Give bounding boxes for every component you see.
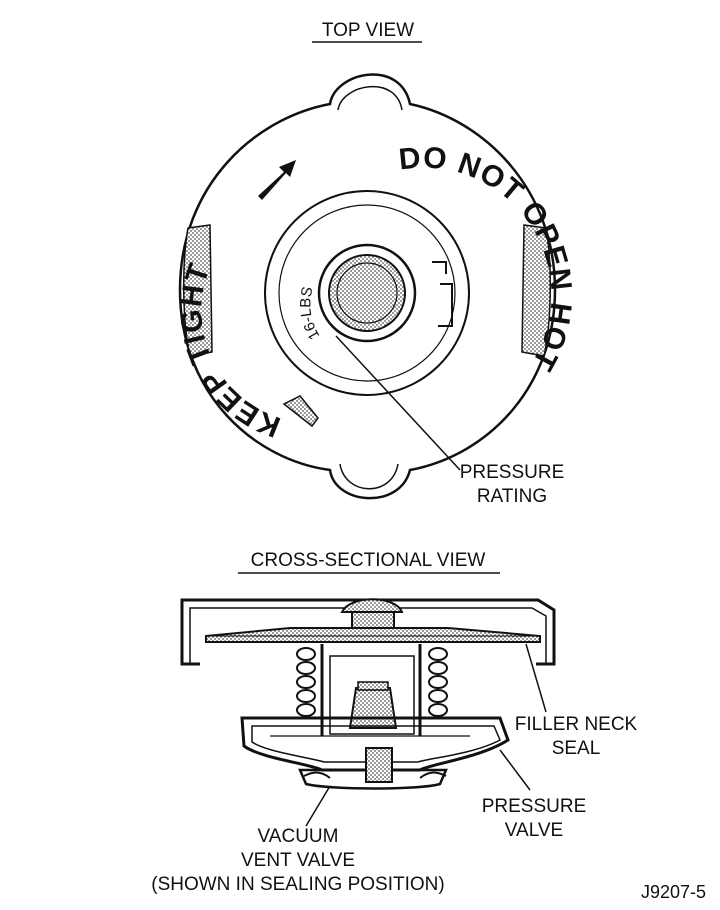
callout-pressure-rating-line1: PRESSURE [460, 462, 565, 483]
cap-shell-inner [189, 607, 547, 664]
vacuum-vent-stem [365, 747, 393, 783]
barrel-walls [320, 644, 422, 736]
cap-tab-top-inner [337, 85, 403, 111]
callout-filler-neck-seal-line1: FILLER NECK [515, 714, 638, 735]
arrow-tighten-icon [258, 160, 296, 200]
callout-vacuum-vent-valve-line2: VENT VALVE [241, 850, 355, 871]
cross-section-view: CROSS-SECTIONAL VIEW [151, 550, 637, 895]
cap-tab-bottom-inner [339, 463, 399, 490]
figure-id: J9207-5 [641, 882, 706, 902]
center-boss-outer [317, 243, 417, 343]
top-rivet-dome [340, 598, 404, 613]
callout-pressure-rating-line2: RATING [477, 486, 547, 507]
valve-plunger-cap [357, 681, 389, 691]
filler-neck-seal-leader [525, 643, 547, 713]
pressure-valve-leader [499, 749, 531, 791]
arrow-shaded-icon [282, 395, 319, 428]
top-view-title: TOP VIEW [322, 20, 414, 41]
grip-left [183, 224, 213, 357]
callout-filler-neck-seal-line2: SEAL [552, 738, 601, 759]
vacuum-vent-lip-left [303, 771, 331, 779]
spring-right [428, 647, 448, 717]
callout-pressure-valve-line1: PRESSURE [482, 796, 587, 817]
callout-vacuum-vent-valve-line3: (SHOWN IN SEALING POSITION) [151, 874, 444, 895]
center-boss [328, 254, 406, 332]
grip-right [521, 224, 551, 357]
detent-mark-lower [438, 283, 453, 327]
pressure-valve-inner [251, 725, 501, 763]
cap-shell [180, 598, 556, 666]
vacuum-vent-valve-leader [305, 785, 331, 827]
valve-plunger [348, 687, 398, 729]
detent-mark-upper [432, 261, 447, 274]
cross-section-title: CROSS-SECTIONAL VIEW [251, 550, 486, 571]
top-view: TOP VIEW KEEP TIGHT DO NOT OPEN HOT 16-L… [175, 20, 577, 507]
spring-left [296, 647, 316, 717]
upper-seal-plate [205, 627, 541, 643]
callout-pressure-valve-line2: VALVE [505, 820, 563, 841]
pressure-rating-leader [335, 335, 461, 471]
barrel-inner [329, 655, 415, 735]
cap-inner-ring [264, 190, 470, 396]
center-boss-inner [336, 262, 398, 324]
vacuum-vent-lip-right [419, 771, 447, 779]
vacuum-vent-valve [298, 768, 448, 790]
callout-vacuum-vent-valve-line1: VACUUM [258, 826, 339, 847]
cap-face-ring [278, 204, 456, 382]
